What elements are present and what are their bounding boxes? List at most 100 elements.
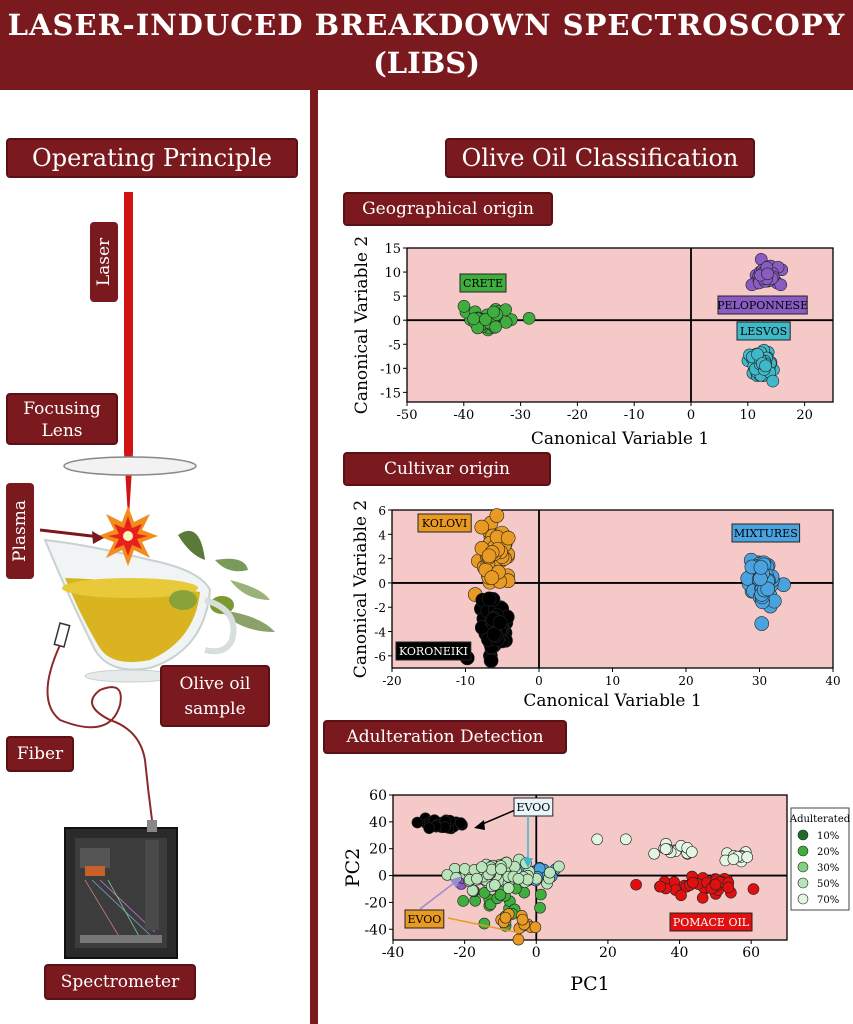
data-point: [455, 878, 468, 890]
data-point: [517, 871, 530, 883]
data-point: [490, 308, 504, 321]
data-point: [735, 851, 747, 863]
data-point: [483, 528, 499, 544]
data-point: [759, 267, 773, 281]
data-point: [487, 550, 502, 566]
data-point: [753, 570, 769, 586]
data-point: [419, 812, 432, 825]
olive-oil-surface: [62, 578, 198, 598]
data-point: [525, 921, 537, 933]
column-divider: [310, 90, 318, 1024]
y-tick-label: 40: [369, 815, 387, 831]
data-point: [481, 568, 496, 584]
data-point: [498, 529, 513, 545]
data-point: [757, 273, 770, 287]
annotation-arrowhead: [450, 876, 462, 888]
data-point: [425, 820, 438, 832]
data-point: [497, 536, 513, 552]
cluster-label: KOLOVI: [422, 517, 467, 530]
data-point: [686, 846, 698, 858]
classification-text: Olive Oil Classification: [461, 144, 739, 172]
data-point: [487, 311, 501, 325]
data-point: [763, 598, 778, 614]
data-point: [487, 862, 500, 875]
data-point: [478, 313, 492, 327]
data-point: [477, 313, 490, 327]
data-point: [500, 547, 516, 562]
data-point: [498, 615, 514, 631]
data-point: [758, 354, 772, 368]
data-point: [494, 888, 507, 901]
data-point: [746, 583, 761, 599]
data-point: [475, 318, 488, 332]
cluster-label: LESVOS: [740, 325, 787, 338]
x-tick-label: -40: [382, 945, 405, 961]
data-point: [525, 872, 537, 885]
data-point: [725, 886, 737, 899]
data-point: [478, 625, 494, 641]
legend-entry: 70%: [817, 895, 839, 906]
data-point: [504, 873, 517, 886]
data-point: [754, 575, 769, 591]
data-point: [684, 879, 696, 891]
data-point: [658, 876, 671, 888]
gravy-boat-handle: [204, 597, 237, 655]
data-point: [754, 582, 770, 597]
sample-label-line1: Olive oil: [179, 674, 251, 694]
x-tick-label: 30: [752, 674, 767, 688]
legend-entry: 10%: [817, 831, 839, 842]
data-point: [484, 610, 500, 626]
data-point: [460, 871, 472, 884]
data-point: [518, 862, 531, 875]
data-point: [740, 571, 756, 586]
data-point: [759, 354, 772, 367]
plasma-glow: [123, 531, 133, 541]
data-point: [472, 313, 486, 326]
data-point: [484, 866, 497, 879]
data-point: [493, 612, 509, 627]
x-axis-label: Canonical Variable 1: [531, 429, 709, 449]
operating-principle-title: Operating Principle: [6, 138, 298, 178]
data-point: [484, 898, 497, 911]
data-point: [744, 583, 760, 599]
data-point: [533, 862, 546, 875]
cluster-label-box: [717, 295, 808, 315]
data-point: [437, 821, 450, 834]
data-point: [510, 882, 522, 895]
data-point: [754, 352, 768, 365]
annotation-arrow: [479, 807, 521, 826]
data-point: [668, 876, 680, 888]
data-point: [764, 573, 780, 588]
data-point: [480, 858, 493, 871]
data-point: [751, 273, 764, 286]
data-point: [753, 579, 768, 594]
data-point: [758, 587, 773, 603]
data-point: [471, 872, 483, 885]
data-point: [486, 602, 501, 618]
data-point: [757, 578, 773, 593]
data-point: [749, 362, 762, 376]
data-point: [760, 581, 776, 597]
data-point: [708, 879, 721, 891]
data-point: [522, 312, 536, 325]
data-point: [538, 863, 550, 876]
x-tick-label: 40: [825, 674, 840, 688]
data-point: [483, 653, 499, 668]
data-point: [492, 305, 506, 318]
data-point: [749, 361, 763, 374]
data-point: [477, 319, 490, 333]
data-point: [669, 884, 682, 896]
data-point: [428, 814, 441, 827]
data-point: [485, 873, 498, 885]
data-point: [484, 311, 498, 325]
data-point: [494, 525, 510, 541]
y-tick-label: 0: [378, 869, 387, 885]
data-point: [762, 272, 775, 286]
data-point: [487, 613, 503, 629]
data-point: [421, 818, 433, 830]
x-tick-label: -20: [382, 674, 401, 688]
data-point: [496, 858, 509, 871]
data-point: [750, 369, 764, 383]
data-point: [486, 880, 498, 893]
data-point: [759, 559, 775, 575]
